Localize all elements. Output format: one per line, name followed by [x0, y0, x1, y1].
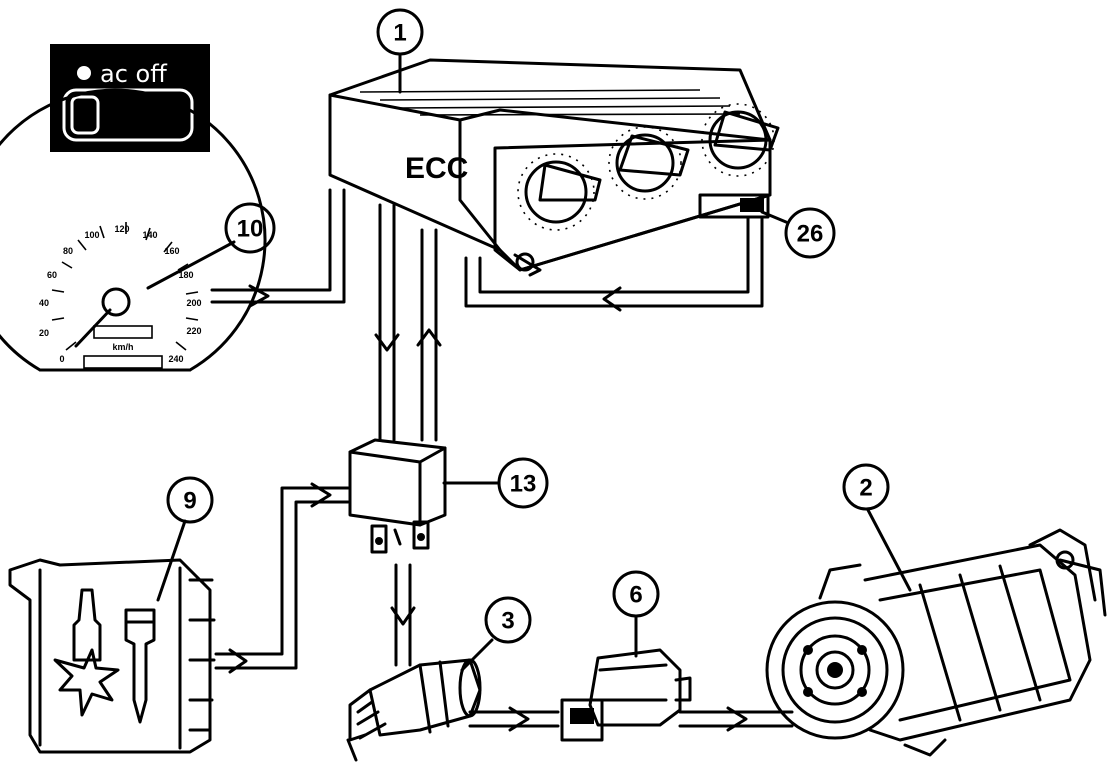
speedometer: 0 20 40 60 80 100 120 140 160 180 200 22… [0, 88, 267, 372]
signal-flow-lines [210, 188, 794, 732]
ac-compressor [765, 528, 1107, 757]
ac-off-label: ac off [100, 60, 167, 88]
callout-9-number: 9 [183, 488, 196, 515]
callout-13-number: 13 [510, 471, 537, 498]
speed-label-100: 100 [84, 230, 99, 240]
callout-3: 3 [484, 596, 532, 644]
callout-6: 6 [612, 570, 660, 618]
engine-control-module [8, 558, 216, 754]
speed-label-40: 40 [39, 298, 49, 308]
speed-label-200: 200 [186, 298, 201, 308]
speed-label-120: 120 [114, 224, 129, 234]
callout-2-number: 2 [859, 475, 872, 502]
callout-13: 13 [497, 457, 549, 509]
speed-label-0: 0 [59, 354, 64, 364]
speed-label-160: 160 [164, 246, 179, 256]
pressure-switch [346, 658, 482, 762]
callout-1: 1 [376, 8, 424, 56]
callout-2: 2 [842, 463, 890, 511]
speed-label-240: 240 [168, 354, 183, 364]
callout-9: 9 [166, 476, 214, 524]
callout-10-number: 10 [237, 216, 264, 243]
speed-label-140: 140 [142, 230, 157, 240]
ecc-label: ECC [405, 152, 468, 185]
callout-6-number: 6 [629, 582, 642, 609]
callout-26-number: 26 [797, 221, 824, 248]
callout-leaders [146, 53, 912, 672]
callout-3-number: 3 [501, 608, 514, 635]
speed-unit: km/h [112, 342, 133, 352]
speed-label-180: 180 [178, 270, 193, 280]
speed-label-60: 60 [47, 270, 57, 280]
callout-10: 10 [224, 202, 276, 254]
relay [348, 438, 447, 554]
pressure-sensor [560, 648, 692, 742]
speed-label-220: 220 [186, 326, 201, 336]
callout-1-number: 1 [393, 20, 406, 47]
speed-label-80: 80 [63, 246, 73, 256]
speed-label-20: 20 [39, 328, 49, 338]
callout-26: 26 [784, 207, 836, 259]
ecc-control-unit: ECC [328, 58, 780, 277]
ac-off-switch: ac off [50, 44, 210, 152]
